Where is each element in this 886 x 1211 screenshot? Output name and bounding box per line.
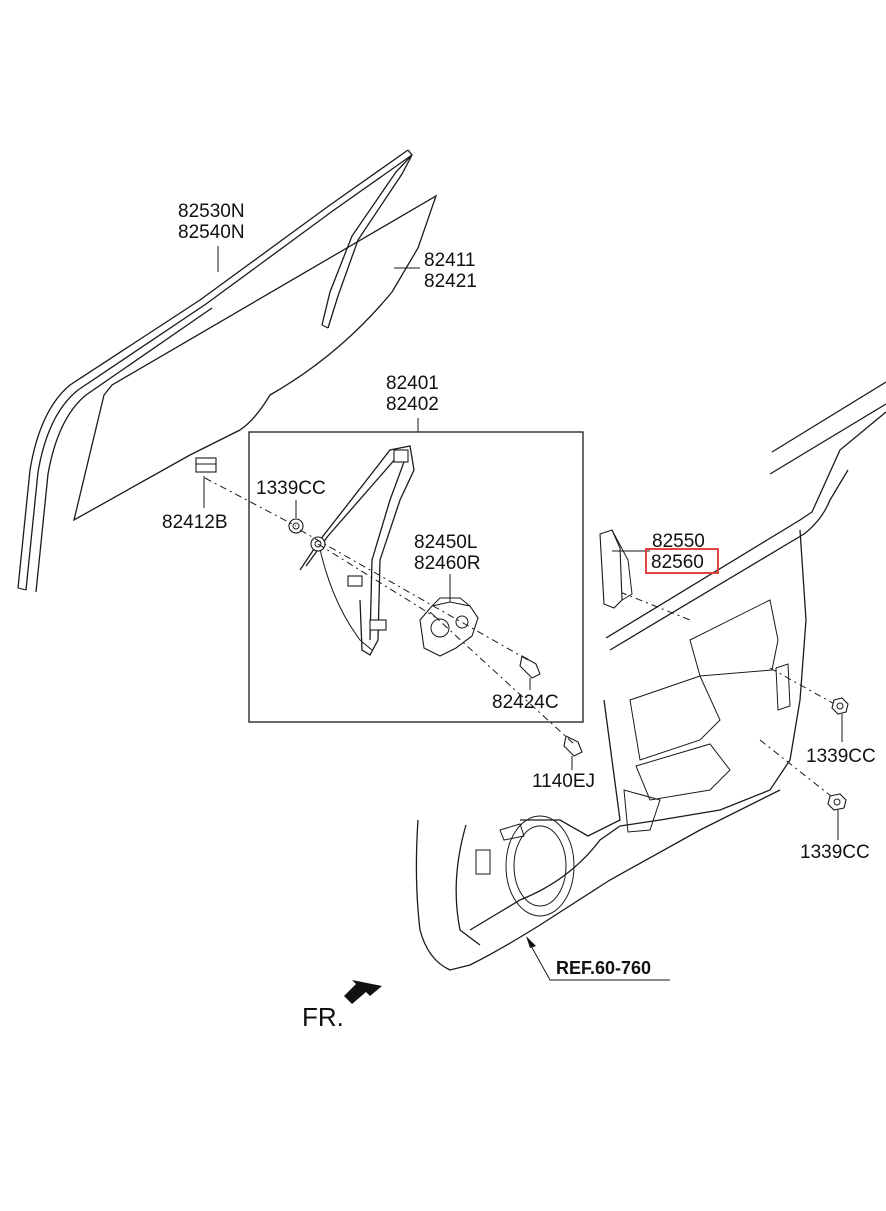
callout-82450L: 82450L <box>414 532 477 553</box>
reference-label: REF.60-760 <box>556 958 651 978</box>
front-marker-label: FR. <box>302 1002 344 1032</box>
door-inner-panel <box>415 381 886 971</box>
callout-82550: 82550 <box>652 531 705 552</box>
bolt-outer-part <box>563 735 583 757</box>
callout-82424C: 82424C <box>492 692 559 713</box>
regulator-assembly-box <box>248 431 584 723</box>
callout-82411: 82411 <box>424 250 475 271</box>
bolt-inner-part <box>519 655 541 679</box>
callout-1140EJ: 1140EJ <box>532 771 595 792</box>
callout-82560: 82560 <box>651 552 704 573</box>
nut-right-upper-part <box>831 697 849 715</box>
callout-82460R: 82460R <box>414 553 481 574</box>
nut-right-lower-part <box>827 793 847 811</box>
callout-82412B: 82412B <box>162 512 228 533</box>
callout-82530N: 82530N <box>178 201 245 222</box>
glass-holder-part <box>195 457 217 473</box>
callout-1339CC-inner: 1339CC <box>256 478 326 499</box>
door-glass <box>73 194 438 522</box>
callout-1339CC-right-lower: 1339CC <box>800 842 870 863</box>
callout-82402: 82402 <box>386 394 439 415</box>
callout-82401: 82401 <box>386 373 439 394</box>
highlight-box <box>645 548 719 574</box>
door-glass-run-channel <box>17 149 413 593</box>
callout-82540N: 82540N <box>178 222 245 243</box>
callout-1339CC-right-upper: 1339CC <box>806 746 876 767</box>
front-arrow-icon <box>344 980 382 1004</box>
bracket-part <box>599 529 633 609</box>
callout-82421: 82421 <box>424 271 477 292</box>
regulator-motor <box>419 597 479 657</box>
